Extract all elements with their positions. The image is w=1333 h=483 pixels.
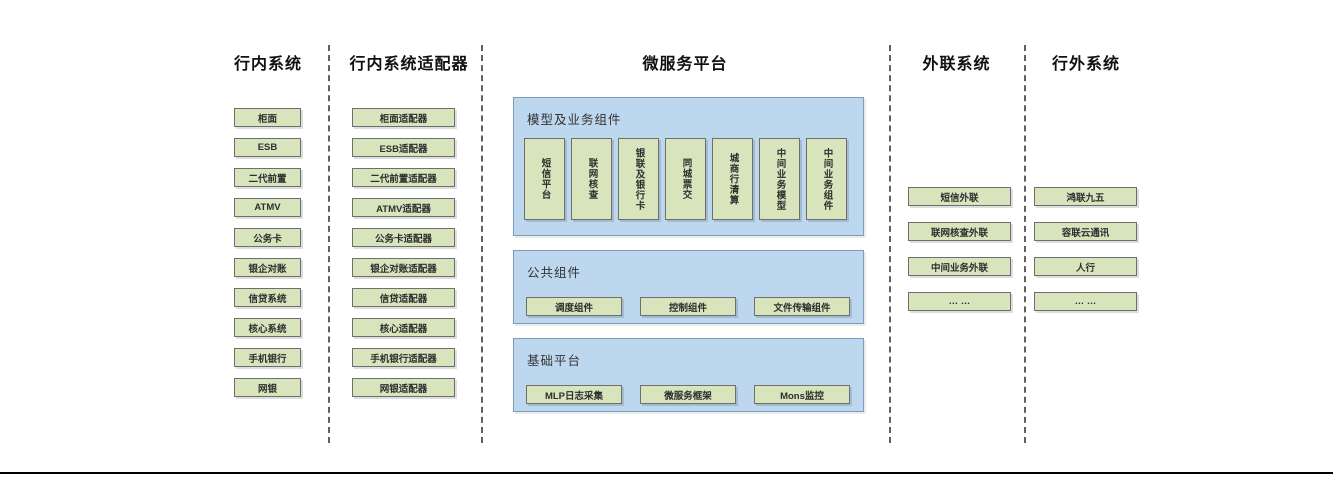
internal-system-box: 公务卡 (234, 228, 301, 247)
internal-system-box: 网银 (234, 378, 301, 397)
internal-system-box: 二代前置 (234, 168, 301, 187)
outlink-system-box: 短信外联 (908, 187, 1011, 206)
outlink-systems-title: 外联系统 (922, 56, 991, 73)
component-box: 联网核查 (571, 138, 612, 220)
component-box: 中间业务模型 (759, 138, 800, 220)
component-box: 微服务框架 (640, 385, 736, 404)
internal-systems-title: 行内系统 (233, 56, 302, 73)
component-box: 城商行清算 (712, 138, 753, 220)
bottom-rule (0, 472, 1333, 474)
common-components-row: 调度组件 控制组件 文件传输组件 (526, 297, 863, 316)
external-system-box: 鸿联九五 (1034, 187, 1137, 206)
component-box: 银联及银行卡 (618, 138, 659, 220)
component-box: 调度组件 (526, 297, 622, 316)
outlink-systems-column: 短信外联 联网核查外联 中间业务外联 … … (908, 187, 1011, 311)
panel-label: 公共组件 (527, 266, 582, 280)
adapters-title: 行内系统适配器 (349, 56, 469, 73)
component-label: 联网核查 (586, 158, 598, 200)
column-divider-2 (481, 45, 483, 443)
column-divider-3 (889, 45, 891, 443)
column-divider-1 (328, 45, 330, 443)
adapter-box: 核心适配器 (352, 318, 455, 337)
internal-system-box: ATMV (234, 198, 301, 217)
adapter-box: 银企对账适配器 (352, 258, 455, 277)
external-system-box: 人行 (1034, 257, 1137, 276)
internal-systems-column: 柜面 ESB 二代前置 ATMV 公务卡 银企对账 信贷系统 核心系统 手机银行… (234, 108, 301, 397)
internal-system-box: 核心系统 (234, 318, 301, 337)
outlink-system-box: 中间业务外联 (908, 257, 1011, 276)
adapter-box: 公务卡适配器 (352, 228, 455, 247)
component-box: 中间业务组件 (806, 138, 847, 220)
internal-system-box: 手机银行 (234, 348, 301, 367)
component-box: 短信平台 (524, 138, 565, 220)
internal-system-box: ESB (234, 138, 301, 157)
adapter-box: 信贷适配器 (352, 288, 455, 307)
component-label: 中间业务模型 (774, 147, 786, 211)
component-box: 同城票交 (665, 138, 706, 220)
component-box: 控制组件 (640, 297, 736, 316)
internal-system-box: 柜面 (234, 108, 301, 127)
microservice-platform-title: 微服务平台 (642, 56, 728, 73)
component-box: Mons监控 (754, 385, 850, 404)
external-systems-title: 行外系统 (1051, 56, 1120, 73)
adapter-box: 网银适配器 (352, 378, 455, 397)
external-systems-column: 鸿联九五 容联云通讯 人行 … … (1034, 187, 1137, 311)
component-label: 短信平台 (539, 158, 551, 200)
adapter-box: ATMV适配器 (352, 198, 455, 217)
common-components-panel: 公共组件 调度组件 控制组件 文件传输组件 (513, 250, 864, 324)
outlink-system-box: 联网核查外联 (908, 222, 1011, 241)
adapter-box: 柜面适配器 (352, 108, 455, 127)
model-business-components-row: 短信平台 联网核查 银联及银行卡 同城票交 城商行清算 中间业务模型 中间业务组… (524, 138, 863, 220)
column-divider-4 (1024, 45, 1026, 443)
internal-system-box: 信贷系统 (234, 288, 301, 307)
outlink-system-box: … … (908, 292, 1011, 311)
adapter-box: 手机银行适配器 (352, 348, 455, 367)
panel-label: 基础平台 (527, 354, 582, 368)
adapter-box: 二代前置适配器 (352, 168, 455, 187)
component-label: 同城票交 (680, 158, 692, 200)
adapters-column: 柜面适配器 ESB适配器 二代前置适配器 ATMV适配器 公务卡适配器 银企对账… (352, 108, 455, 397)
component-box: 文件传输组件 (754, 297, 850, 316)
component-box: MLP日志采集 (526, 385, 622, 404)
model-business-components-panel: 模型及业务组件 短信平台 联网核查 银联及银行卡 同城票交 城商行清算 中间业务… (513, 97, 864, 236)
component-label: 城商行清算 (727, 152, 739, 206)
base-platform-row: MLP日志采集 微服务框架 Mons监控 (526, 385, 863, 404)
panel-label: 模型及业务组件 (527, 113, 622, 127)
adapter-box: ESB适配器 (352, 138, 455, 157)
base-platform-panel: 基础平台 MLP日志采集 微服务框架 Mons监控 (513, 338, 864, 412)
component-label: 银联及银行卡 (633, 147, 645, 211)
component-label: 中间业务组件 (821, 147, 833, 211)
external-system-box: 容联云通讯 (1034, 222, 1137, 241)
internal-system-box: 银企对账 (234, 258, 301, 277)
external-system-box: … … (1034, 292, 1137, 311)
